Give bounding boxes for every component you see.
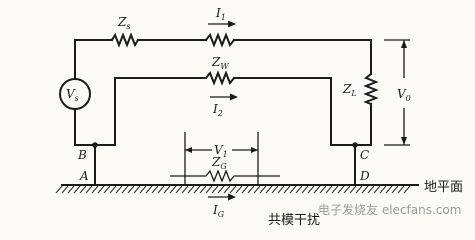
- ground-plane-hatching: [55, 185, 411, 194]
- voltage-source-circle: [59, 78, 91, 110]
- label-i2: I2: [212, 102, 223, 118]
- wire-impedance-resistor: [204, 70, 236, 86]
- node-label-b: B: [77, 148, 87, 162]
- label-zg: ZG: [211, 155, 227, 171]
- label-vs: Vs: [66, 87, 79, 103]
- label-v1: V1: [214, 143, 228, 159]
- node-b-dot: [92, 142, 98, 148]
- v0-bracket: [384, 39, 410, 146]
- line1-resistor: [204, 32, 236, 48]
- diagram-caption: 共模干扰: [268, 213, 320, 228]
- ground-impedance-resistor: [205, 169, 235, 183]
- watermark-logo: 电子发烧友 elecfans.com: [318, 202, 461, 217]
- load-impedance-resistor: [363, 72, 379, 106]
- node-label-d: D: [359, 169, 370, 183]
- label-zs: Zs: [117, 15, 130, 31]
- circuit-diagram: Zs I1 ZW I2 Vs ZL V0 V1 ZG IG B A C D 地平…: [55, 6, 463, 228]
- outer-loop-wire: [74, 39, 372, 146]
- node-label-c: C: [360, 148, 369, 162]
- current-arrow-ig: [208, 193, 236, 201]
- node-label-a: A: [79, 169, 89, 183]
- label-v0: V0: [397, 87, 411, 103]
- node-c-dot: [352, 142, 358, 148]
- current-arrow-i1: [208, 20, 236, 28]
- inner-loop-wire: [94, 77, 356, 146]
- source-impedance-resistor: [110, 32, 140, 48]
- label-i1: I1: [215, 6, 226, 22]
- v1-bracket: [184, 132, 259, 185]
- label-zl: ZL: [342, 82, 357, 98]
- current-arrow-i2: [210, 93, 238, 101]
- label-ig: IG: [212, 203, 225, 219]
- label-zw: ZW: [211, 55, 229, 71]
- common-mode-interference-diagram: Zs I1 ZW I2 Vs ZL V0 V1 ZG IG B A C D 地平…: [55, 6, 463, 228]
- ground-plane-label: 地平面: [424, 180, 463, 195]
